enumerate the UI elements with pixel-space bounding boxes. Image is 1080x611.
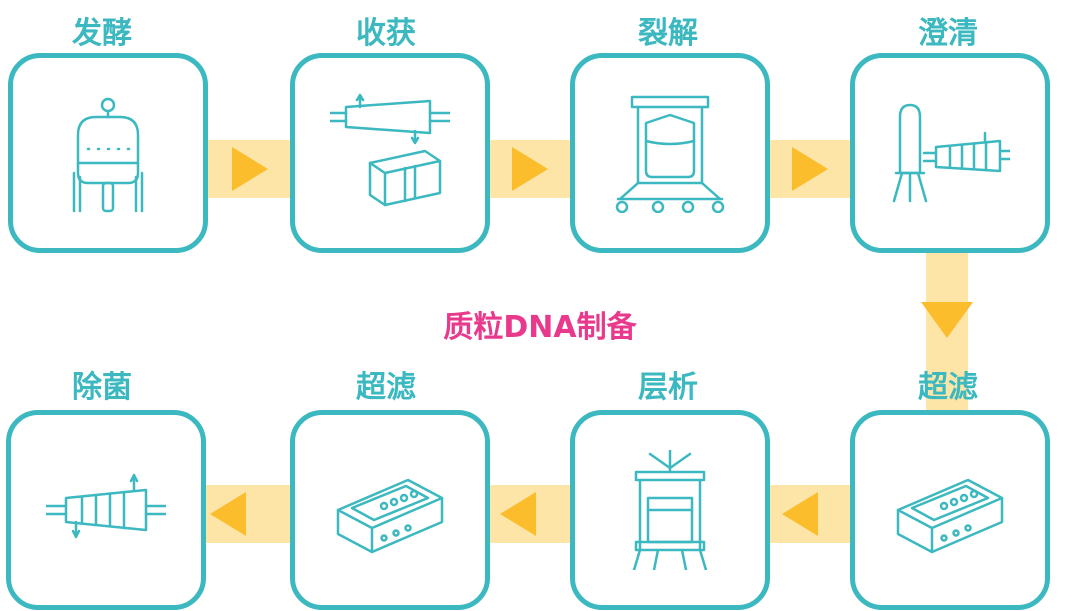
arrow-right-icon xyxy=(512,147,548,191)
arrow-right-icon xyxy=(792,147,828,191)
ultrafiltration-cassette-icon xyxy=(896,478,1004,554)
clarification-filter-icon xyxy=(892,103,1010,203)
lysis-tank-icon xyxy=(615,95,725,213)
step-box-ultrafiltration-1 xyxy=(850,410,1050,610)
step-label-ultrafiltration-1: 超滤 xyxy=(918,370,978,405)
fermenter-icon xyxy=(72,97,144,213)
step-box-chromatography xyxy=(570,410,770,610)
arrow-left-icon xyxy=(210,492,246,536)
step-label-lysis: 裂解 xyxy=(638,16,698,51)
step-box-clarification xyxy=(850,53,1050,253)
chromatography-column-icon xyxy=(632,450,708,570)
step-box-sterile-filtration xyxy=(6,410,206,610)
step-label-ultrafiltration-2: 超滤 xyxy=(356,370,416,405)
sterile-filter-icon xyxy=(46,473,166,539)
diagram-title: 质粒DNA制备 xyxy=(443,310,637,345)
step-box-lysis xyxy=(570,53,770,253)
step-label-sterile-filtration: 除菌 xyxy=(72,370,132,405)
ultrafiltration-cassette-icon xyxy=(336,478,444,554)
step-box-ultrafiltration-2 xyxy=(290,410,490,610)
step-label-clarification: 澄清 xyxy=(918,16,978,51)
arrow-left-icon xyxy=(500,492,536,536)
arrow-right-icon xyxy=(232,147,268,191)
step-label-harvest: 收获 xyxy=(356,16,416,51)
step-box-harvest xyxy=(290,53,490,253)
arrow-down-icon xyxy=(921,302,973,338)
step-label-fermentation: 发酵 xyxy=(72,16,132,51)
step-label-chromatography: 层析 xyxy=(638,370,698,405)
arrow-left-icon xyxy=(782,492,818,536)
step-box-fermentation xyxy=(8,53,208,253)
centrifuge-icon xyxy=(330,93,450,207)
